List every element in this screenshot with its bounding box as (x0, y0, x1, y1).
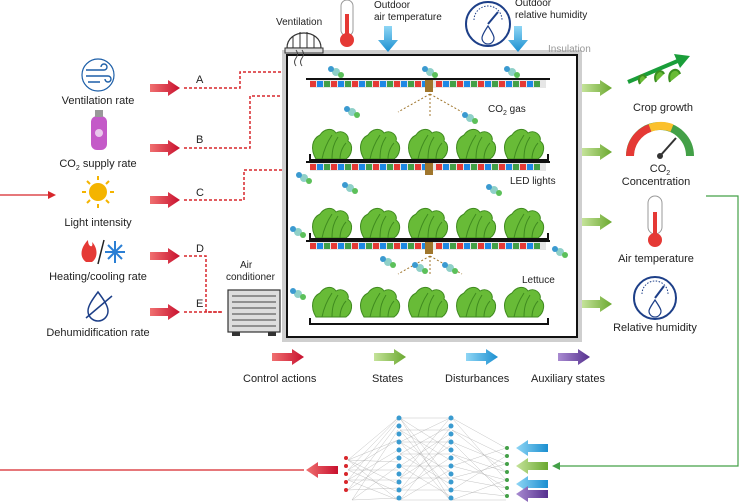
dehumidification-label: Dehumidification rate (46, 327, 149, 339)
dashed-connectors (184, 71, 431, 313)
led-lights-label: LED lights (510, 176, 556, 187)
crop-growth-icon (627, 54, 690, 85)
ventilation-label: Ventilation (276, 17, 322, 28)
neural-network (344, 415, 509, 501)
led-lights (306, 78, 550, 254)
no-droplet-icon (87, 290, 109, 322)
legend-state-arrow (374, 349, 406, 365)
air-temperature-thermometer-icon (647, 195, 663, 247)
sun-icon (82, 176, 114, 208)
snowflake-icon (105, 241, 125, 263)
wind-icon (81, 58, 115, 92)
light-intensity-label: Light intensity (64, 217, 132, 229)
ventilation-fan-icon (284, 32, 324, 54)
legend-auxiliary-label: Auxiliary states (531, 373, 605, 385)
legend-control-arrow (272, 349, 304, 365)
outdoor-rh-label-2: relative humidity (515, 10, 587, 21)
input-dehumidification: Dehumidification rate (46, 290, 150, 339)
air-temperature-label: Air temperature (618, 253, 694, 265)
letter-e: E (196, 298, 203, 310)
outdoor-hygrometer-icon (465, 1, 511, 47)
flame-icon (81, 240, 97, 262)
crop-growth-label: Crop growth (633, 102, 693, 114)
connector-letters: A B C D E (196, 74, 204, 310)
disturbance-arrow-rh (508, 26, 528, 52)
relative-humidity-hygrometer-icon (633, 276, 677, 320)
air-conditioner-label-1: Air (240, 260, 253, 271)
trays (309, 154, 549, 325)
outdoor-thermometer-icon (340, 0, 354, 47)
legend-states-label: States (372, 373, 404, 385)
co2-gas-label: CO2 gas (488, 104, 526, 117)
legend-control-label: Control actions (243, 373, 317, 385)
co2-supply-label: CO2 supply rate (59, 158, 136, 172)
input-heating-cooling: Heating/cooling rate (49, 239, 147, 283)
letter-c: C (196, 187, 204, 199)
letter-a: A (196, 74, 204, 86)
outdoor-temp-label-1: Outdoor (374, 0, 411, 11)
outdoor-temp-label-2: air temperature (374, 12, 442, 23)
co2-gauge-icon (626, 121, 694, 159)
input-ventilation-rate: Ventilation rate (62, 58, 135, 107)
co2-tank-icon (91, 110, 107, 150)
letter-d: D (196, 243, 204, 255)
control-arrows-left (150, 80, 180, 320)
lettuce-label: Lettuce (522, 275, 555, 286)
air-conditioner-icon (227, 289, 281, 336)
ventilation-rate-label: Ventilation rate (62, 95, 135, 107)
legend-auxiliary-arrow (558, 349, 590, 365)
air-conditioner-label-2: conditioner (226, 272, 276, 283)
relative-humidity-label: Relative humidity (613, 322, 697, 334)
input-light-intensity: Light intensity (64, 176, 132, 229)
heating-cooling-label: Heating/cooling rate (49, 271, 147, 283)
disturbance-arrow-temp (378, 26, 398, 52)
nn-output-arrow (306, 462, 338, 478)
nn-input-arrows (516, 440, 548, 502)
insulation-label: Insulation (548, 44, 591, 55)
legend-disturbance-arrow (466, 349, 498, 365)
state-arrows-right (582, 80, 612, 312)
input-co2-supply: CO2 supply rate (59, 110, 137, 172)
co2-concentration-label-2: Concentration (622, 176, 691, 188)
co2-concentration-label-1: CO2 (650, 163, 671, 177)
legend-disturbances-label: Disturbances (445, 373, 510, 385)
letter-b: B (196, 134, 203, 146)
outdoor-rh-label-1: Outdoor (515, 0, 552, 9)
legend: Control actions States Disturbances Auxi… (243, 349, 605, 385)
led-strip (310, 81, 540, 87)
